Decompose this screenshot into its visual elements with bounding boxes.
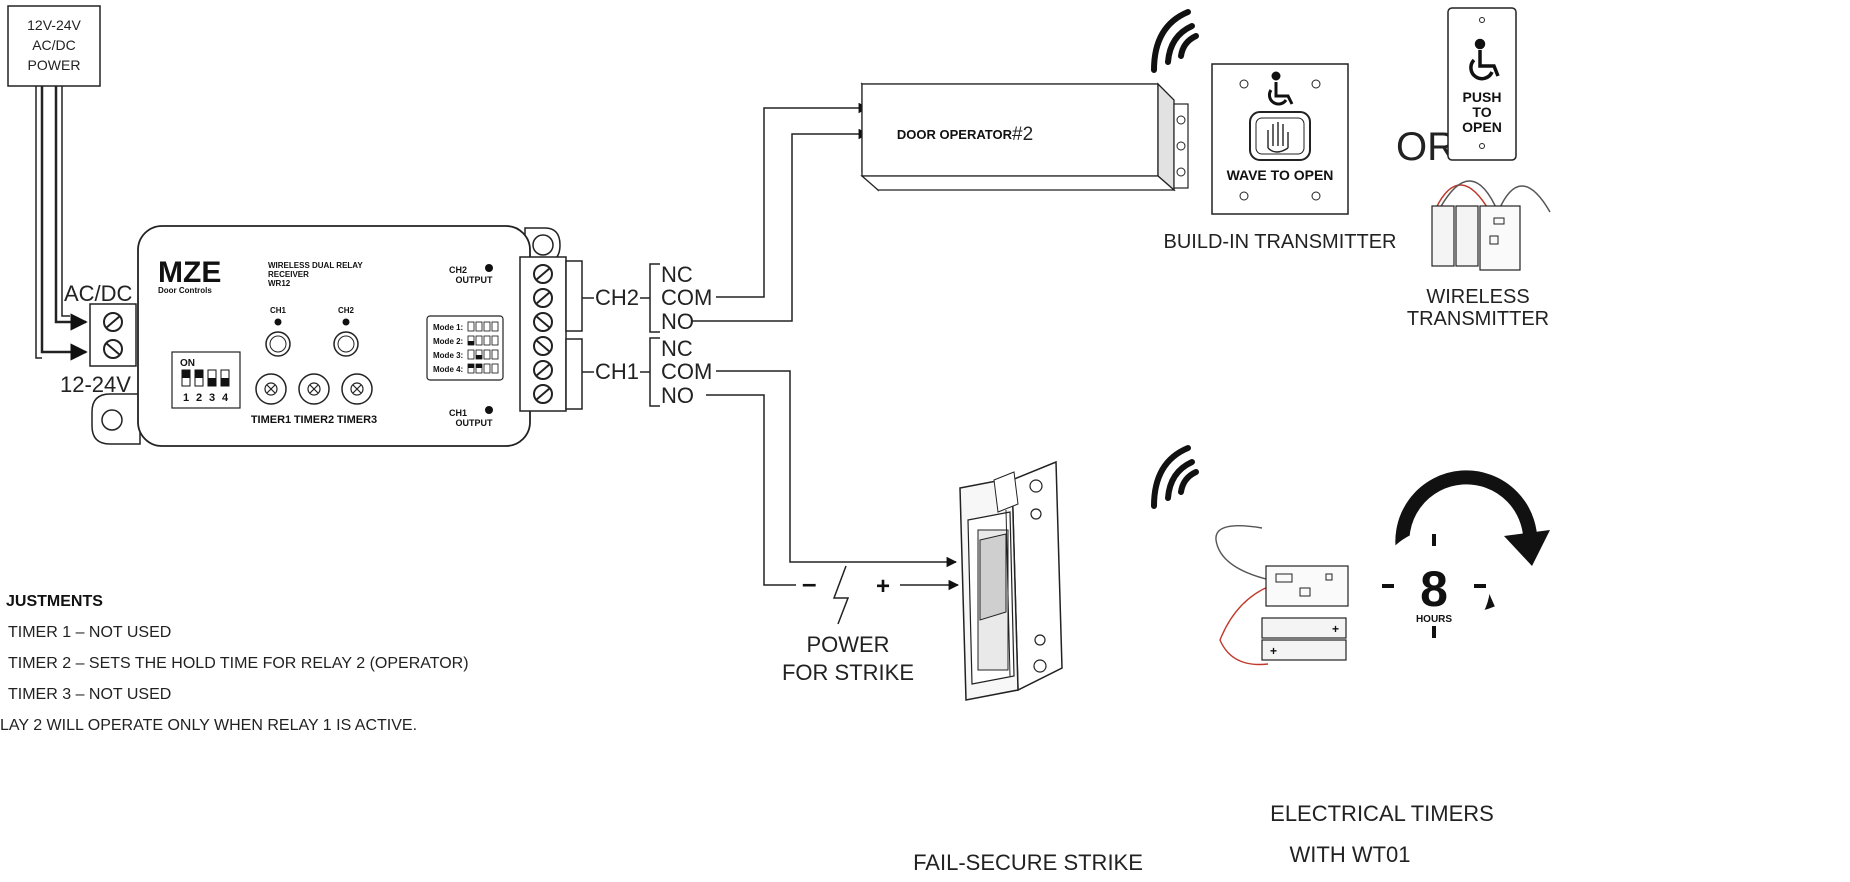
ch1-com: COM [661,359,712,384]
ch2-output-label-1: CH2 [449,265,467,275]
receiver-brand-sub: Door Controls [158,286,212,295]
strike-minus: – [802,568,816,598]
ch1-output-label-1: CH1 [449,408,467,418]
door-operator: DOOR OPERATOR #2 [860,82,1189,192]
ch2-label: CH2 [595,285,639,310]
power-for-strike-1: POWER [806,632,889,657]
receiver-model: WR12 [268,279,291,288]
timer-pot-1[interactable] [255,373,287,405]
adjustment-item-1: TIMER 1 – NOT USED [8,624,171,641]
mode-3: Mode 3: [433,351,463,360]
dip-num-2: 2 [196,392,202,404]
adjustments-notes: JUSTMENTS TIMER 1 – NOT USED TIMER 2 – S… [0,593,469,734]
dip-num-3: 3 [209,392,215,404]
push-label-1: PUSH [1463,89,1502,105]
wt01-transmitter-board: + + [1215,525,1349,666]
power-supply: 12V-24V AC/DC POWER [7,5,101,87]
input-voltage-label: 12-24V [60,372,131,397]
wireless-transmitter-board [1431,180,1551,271]
adjustment-item-2: TIMER 2 – SETS THE HOLD TIME FOR RELAY 2… [8,655,469,672]
adjustment-item-3: TIMER 3 – NOT USED [8,686,171,703]
wireless-transmitter-label-2: TRANSMITTER [1407,308,1549,330]
ch1-output-led [485,406,493,414]
channel-2-terminals: CH2 NC COM NO [582,262,712,334]
input-terminal: AC/DC 12-24V [60,281,137,397]
led-ch2 [342,318,350,326]
fail-secure-strike-label: FAIL-SECURE STRIKE [913,850,1143,875]
timer-hours-unit: HOURS [1416,614,1452,625]
power-for-strike-2: FOR STRIKE [782,660,914,685]
wave-to-open-plate: WAVE TO OPEN [1211,63,1349,215]
dip-num-4: 4 [222,392,229,404]
mode-1: Mode 1: [433,323,463,332]
dip-switch[interactable]: ON 1 2 3 4 [171,351,241,409]
timer-3-label: TIMER3 [337,414,377,426]
wheelchair-icon [1268,71,1294,106]
ch2-output-led [485,264,493,272]
wave-to-open-label: WAVE TO OPEN [1227,167,1334,183]
input-acdc-label: AC/DC [64,281,133,306]
led-ch2-label: CH2 [338,306,355,315]
receiver-title-1: WIRELESS DUAL RELAY [268,261,363,270]
adjustments-note: LAY 2 WILL OPERATE ONLY WHEN RELAY 1 IS … [0,717,417,734]
power-wires [35,86,88,361]
push-to-open-plate: PUSH TO OPEN [1447,7,1517,161]
output-terminal-block [519,256,583,412]
strike-power: – + POWER FOR STRIKE [782,565,914,685]
lightning-icon [832,565,850,625]
push-label-2: TO [1472,104,1491,120]
power-label-3: POWER [28,57,81,73]
battery-plus-1: + [1332,622,1339,636]
ch2-output-label-2: OUTPUT [456,275,494,285]
electrical-timers-label-1: ELECTRICAL TIMERS [1270,801,1494,826]
channel-1-terminals: CH1 NC COM NO [582,336,712,408]
battery-plus-2: + [1270,644,1277,658]
mode-2: Mode 2: [433,337,463,346]
power-label-1: 12V-24V [27,17,81,33]
wireless-signal-icon-2 [1151,445,1199,509]
led-ch1 [274,318,282,326]
or-label: OR [1396,125,1456,169]
ch2-no: NO [661,309,694,334]
electrical-timers-label-2: WITH WT01 [1290,842,1411,867]
mode-table: Mode 1: Mode 2: Mode 3: Mode 4: [426,315,504,381]
timer-2-label: TIMER2 [294,414,334,426]
timer-1-label: TIMER1 [251,414,291,426]
build-in-transmitter-label: BUILD-IN TRANSMITTER [1164,231,1397,253]
receiver-module: MZE Door Controls WIRELESS DUAL RELAY RE… [91,225,561,447]
receiver-brand: MZE [158,256,221,289]
dip-num-1: 1 [183,392,189,404]
receiver-title-2: RECEIVER [268,270,309,279]
ch1-label: CH1 [595,359,639,384]
led-ch1-label: CH1 [270,306,287,315]
strike-plus: + [876,573,890,600]
wheelchair-icon-2 [1469,38,1500,81]
adjustments-title: JUSTMENTS [6,593,103,610]
dip-on-label: ON [180,358,195,369]
power-label-2: AC/DC [32,37,76,53]
ch1-no: NO [661,383,694,408]
output-wires [692,102,960,591]
timer-hours-number: 8 [1420,561,1448,617]
mode-4: Mode 4: [433,365,463,374]
wireless-transmitter-label-1: WIRELESS [1426,286,1529,308]
hand-icon [1267,122,1289,153]
ch2-com: COM [661,285,712,310]
timer-pot-3[interactable] [341,373,373,405]
eight-hour-timer-badge: 8 HOURS [1378,470,1550,642]
door-operator-number: #2 [1012,124,1033,145]
ch1-nc: NC [661,336,693,361]
ch1-output-label-2: OUTPUT [456,418,494,428]
timer-pot-2[interactable] [298,373,330,405]
wireless-signal-icon [1151,9,1199,73]
fail-secure-strike [959,460,1063,701]
push-label-3: OPEN [1462,119,1502,135]
ch2-nc: NC [661,262,693,287]
door-operator-label: DOOR OPERATOR [897,127,1013,142]
